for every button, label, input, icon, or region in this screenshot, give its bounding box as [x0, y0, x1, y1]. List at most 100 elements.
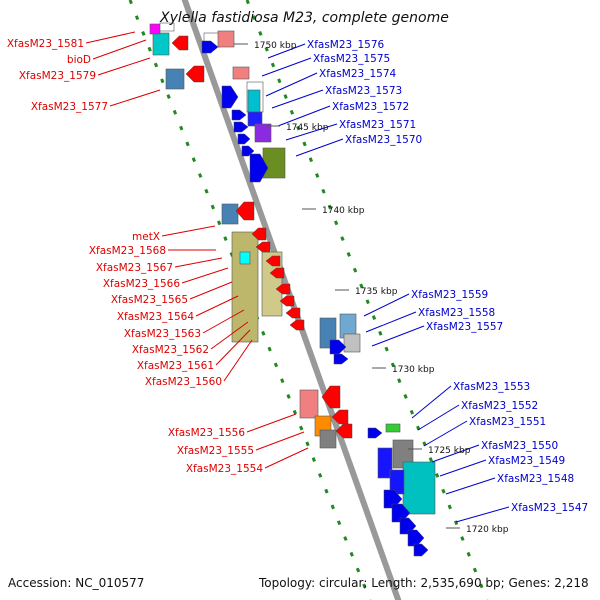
gene-block-10[interactable] [254, 123, 272, 143]
gene-block-13[interactable] [231, 231, 259, 343]
gene-block-1[interactable] [149, 23, 161, 35]
gene-label-left-10[interactable]: XfasM23_1563 [124, 328, 201, 340]
gene-block-18[interactable] [343, 333, 361, 353]
left-connector-14 [246, 413, 297, 433]
right-connector-12 [423, 420, 468, 447]
gene-arrow-5[interactable] [233, 121, 249, 133]
gene-label-right-10[interactable]: XfasM23_1553 [453, 381, 530, 393]
gene-label-left-15[interactable]: XfasM23_1555 [177, 445, 254, 457]
gene-label-left-11[interactable]: XfasM23_1562 [132, 344, 209, 356]
gene-label-left-14[interactable]: XfasM23_1556 [168, 427, 246, 439]
left-connector-13 [223, 339, 253, 382]
gene-arrow-8[interactable] [249, 153, 269, 183]
gene-label-right-1[interactable]: XfasM23_1575 [313, 53, 390, 65]
gene-label-left-6[interactable]: XfasM23_1567 [96, 262, 173, 274]
gene-block-6[interactable] [232, 66, 250, 80]
gene-label-left-13[interactable]: XfasM23_1560 [145, 376, 222, 388]
dotted-track-1 [245, 0, 489, 600]
gene-arrow-23[interactable] [367, 427, 383, 439]
gene-label-right-9[interactable]: XfasM23_1557 [426, 321, 503, 333]
gene-label-right-3[interactable]: XfasM23_1573 [325, 85, 402, 97]
gene-block-0[interactable] [152, 32, 170, 56]
left-connector-8 [189, 281, 233, 300]
gene-label-right-14[interactable]: XfasM23_1549 [488, 455, 565, 467]
gene-arrow-22[interactable] [335, 423, 353, 439]
gene-arrow-24[interactable] [383, 489, 403, 509]
right-connector-15 [445, 477, 496, 495]
gene-arrow-14[interactable] [275, 283, 291, 295]
gene-arrow-19[interactable] [333, 353, 349, 365]
left-connector-4 [161, 225, 216, 237]
gene-label-left-5[interactable]: XfasM23_1568 [89, 245, 166, 257]
right-connector-2 [265, 72, 318, 97]
gene-block-21[interactable] [319, 429, 337, 449]
gene-label-left-16[interactable]: XfasM23_1554 [186, 463, 264, 475]
gene-arrow-2[interactable] [185, 65, 205, 83]
gene-label-right-6[interactable]: XfasM23_1570 [345, 134, 422, 146]
gene-block-26[interactable] [385, 423, 401, 433]
gene-arrow-12[interactable] [265, 255, 281, 267]
gene-block-11[interactable] [262, 147, 286, 179]
gene-label-left-4[interactable]: metX [132, 231, 160, 243]
gene-labels: XfasM23_1581 bioD XfasM23_1579XfasM23_1577… [7, 38, 588, 514]
gene-label-left-3[interactable]: XfasM23_1577 [31, 101, 108, 113]
gene-arrow-18[interactable] [329, 339, 347, 355]
gene-block-19[interactable] [299, 389, 319, 419]
gene-label-left-0[interactable]: XfasM23_1581 [7, 38, 84, 50]
left-connector-7 [181, 267, 229, 284]
gene-label-right-7[interactable]: XfasM23_1559 [411, 289, 488, 301]
gene-arrow-15[interactable] [279, 295, 295, 307]
gene-arrow-27[interactable] [407, 529, 425, 547]
gene-label-left-12[interactable]: XfasM23_1561 [137, 360, 214, 372]
gene-arrow-0[interactable] [171, 35, 189, 51]
gene-label-right-4[interactable]: XfasM23_1572 [332, 101, 409, 113]
left-connector-11 [210, 321, 249, 350]
right-connector-4 [277, 105, 331, 127]
right-connector-1 [261, 57, 312, 77]
gene-label-left-7[interactable]: XfasM23_1566 [103, 278, 181, 290]
gene-label-right-15[interactable]: XfasM23_1548 [497, 473, 574, 485]
gene-label-left-1[interactable]: bioD [67, 54, 91, 66]
gene-arrow-6[interactable] [237, 133, 251, 145]
gene-arrow-3[interactable] [221, 85, 239, 109]
gene-block-5[interactable] [165, 68, 185, 90]
gene-label-right-5[interactable]: XfasM23_1571 [339, 119, 416, 131]
gene-arrow-9[interactable] [235, 201, 255, 221]
gene-label-right-11[interactable]: XfasM23_1552 [461, 400, 538, 412]
gene-label-left-2[interactable]: XfasM23_1579 [19, 70, 96, 82]
gene-label-right-8[interactable]: XfasM23_1558 [418, 307, 495, 319]
gene-block-23[interactable] [402, 461, 436, 515]
kbp-tick-label-6: 1720 kbp [466, 525, 509, 535]
gene-block-14[interactable] [239, 251, 251, 265]
gene-arrow-17[interactable] [289, 319, 305, 331]
gene-label-right-0[interactable]: XfasM23_1576 [307, 39, 385, 51]
gene-block-8[interactable] [247, 89, 261, 113]
gene-arrow-16[interactable] [285, 307, 301, 319]
gene-block-4[interactable] [217, 30, 235, 48]
gene-label-right-16[interactable]: XfasM23_1547 [511, 502, 588, 514]
gene-label-right-12[interactable]: XfasM23_1551 [469, 416, 546, 428]
left-connector-0 [85, 31, 136, 44]
gene-block-24[interactable] [377, 447, 393, 479]
gene-block-2[interactable] [159, 22, 175, 32]
accession-text: Accession: NC_010577 [8, 576, 145, 590]
gene-label-left-9[interactable]: XfasM23_1564 [117, 311, 195, 323]
gene-arrow-10[interactable] [251, 227, 267, 241]
left-connector-6 [174, 257, 223, 268]
gene-arrow-25[interactable] [391, 503, 411, 523]
gene-arrow-1[interactable] [201, 40, 219, 54]
gene-arrow-7[interactable] [241, 145, 255, 157]
gene-block-12[interactable] [221, 203, 239, 225]
right-connector-5 [285, 123, 338, 141]
gene-arrow-28[interactable] [413, 543, 429, 557]
gene-arrow-13[interactable] [269, 267, 285, 279]
gene-label-right-2[interactable]: XfasM23_1574 [319, 68, 397, 80]
gene-label-right-13[interactable]: XfasM23_1550 [481, 440, 558, 452]
gene-label-left-8[interactable]: XfasM23_1565 [111, 294, 188, 306]
gene-arrow-4[interactable] [231, 109, 247, 121]
gene-arrow-20[interactable] [321, 385, 341, 409]
gene-arrow-11[interactable] [255, 241, 271, 253]
right-connector-0 [267, 43, 306, 59]
